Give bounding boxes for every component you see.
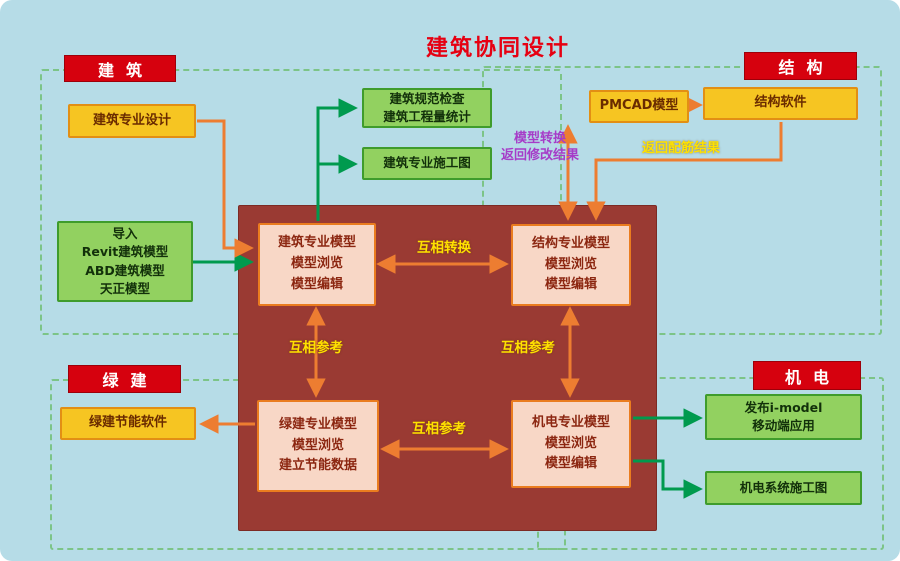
label-mutual-ref-bottom: 互相参考 (412, 421, 466, 437)
node-struct-model: 结构专业模型 模型浏览 模型编辑 (511, 224, 631, 306)
node-arch-design: 建筑专业设计 (68, 104, 196, 138)
region-structure (482, 66, 882, 335)
section-label-mep: 机电 (753, 361, 861, 390)
node-green-model: 绿建专业模型 模型浏览 建立节能数据 (257, 400, 379, 492)
node-arch-model: 建筑专业模型 模型浏览 模型编辑 (258, 223, 376, 306)
node-arch-drawing: 建筑专业施工图 (362, 147, 492, 180)
label-mutual-ref-right: 互相参考 (501, 340, 555, 356)
label-model-convert: 模型转换 返回修改结果 (500, 131, 579, 163)
label-mutual-ref-left: 互相参考 (289, 340, 343, 356)
section-label-architecture: 建筑 (64, 55, 176, 82)
node-green-software: 绿建节能软件 (60, 407, 196, 440)
node-import-models: 导入 Revit建筑模型 ABD建筑模型 天正模型 (57, 221, 193, 302)
section-label-green-building: 绿建 (68, 365, 181, 393)
label-mutual-convert: 互相转换 (417, 240, 471, 256)
page-title: 建筑协同设计 (425, 36, 570, 61)
label-rebar-result: 返回配筋结果 (641, 141, 720, 156)
node-mep-drawing: 机电系统施工图 (705, 471, 862, 505)
node-publish-imodel: 发布i-model 移动端应用 (705, 394, 862, 440)
section-label-structure: 结构 (744, 52, 857, 80)
node-arch-check: 建筑规范检查 建筑工程量统计 (362, 88, 492, 128)
node-mep-model: 机电专业模型 模型浏览 模型编辑 (511, 400, 631, 488)
node-struct-software: 结构软件 (703, 87, 858, 120)
node-pmcad: PMCAD模型 (589, 90, 689, 123)
